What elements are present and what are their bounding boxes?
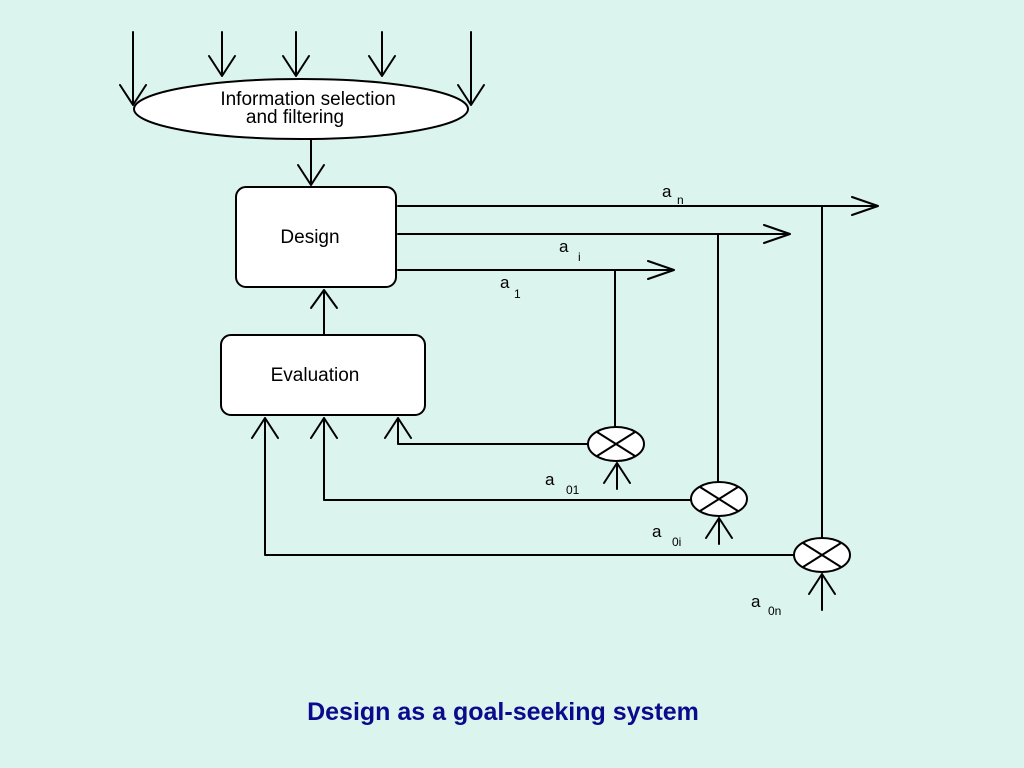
design-node: Design [235,186,397,288]
svg-text:n: n [677,193,684,207]
feedback-to-evaluation [251,417,795,556]
comparator-1 [587,426,645,462]
feedback-taps [614,205,823,539]
evaluation-node: Evaluation [220,334,426,416]
svg-text:a: a [652,522,662,541]
svg-text:a: a [662,182,672,201]
symbol-a-0n: a 0n [751,592,781,618]
svg-text:0i: 0i [672,535,681,549]
symbol-a-i: a i [559,237,581,264]
svg-text:a: a [559,237,569,256]
svg-text:1: 1 [514,287,521,301]
svg-text:a: a [545,470,555,489]
design-label: Design [280,227,339,248]
svg-text:01: 01 [566,483,580,497]
symbol-a-1: a 1 [500,273,521,301]
output-lines [397,196,879,280]
filter-to-design-arrow [297,138,325,186]
slide-caption: Design as a goal-seeking system [307,698,699,726]
svg-text:a: a [500,273,510,292]
input-arrows [119,31,485,106]
filter-label-line2: and filtering [246,107,344,128]
svg-text:i: i [578,250,581,264]
symbol-a-0i: a 0i [652,522,681,549]
comparator-n [793,537,851,573]
comparator-i [690,481,748,517]
evaluation-label: Evaluation [271,365,360,386]
svg-text:0n: 0n [768,604,781,618]
evaluation-to-design-arrow [310,289,338,335]
symbol-a-01: a 01 [545,470,580,497]
goal-input-arrows [603,462,836,611]
svg-text:a: a [751,592,761,611]
symbol-a-n: a n [662,182,684,207]
information-filter-node: Information selection and filtering [133,78,469,140]
filter-label-line1: Information selection [220,89,395,110]
